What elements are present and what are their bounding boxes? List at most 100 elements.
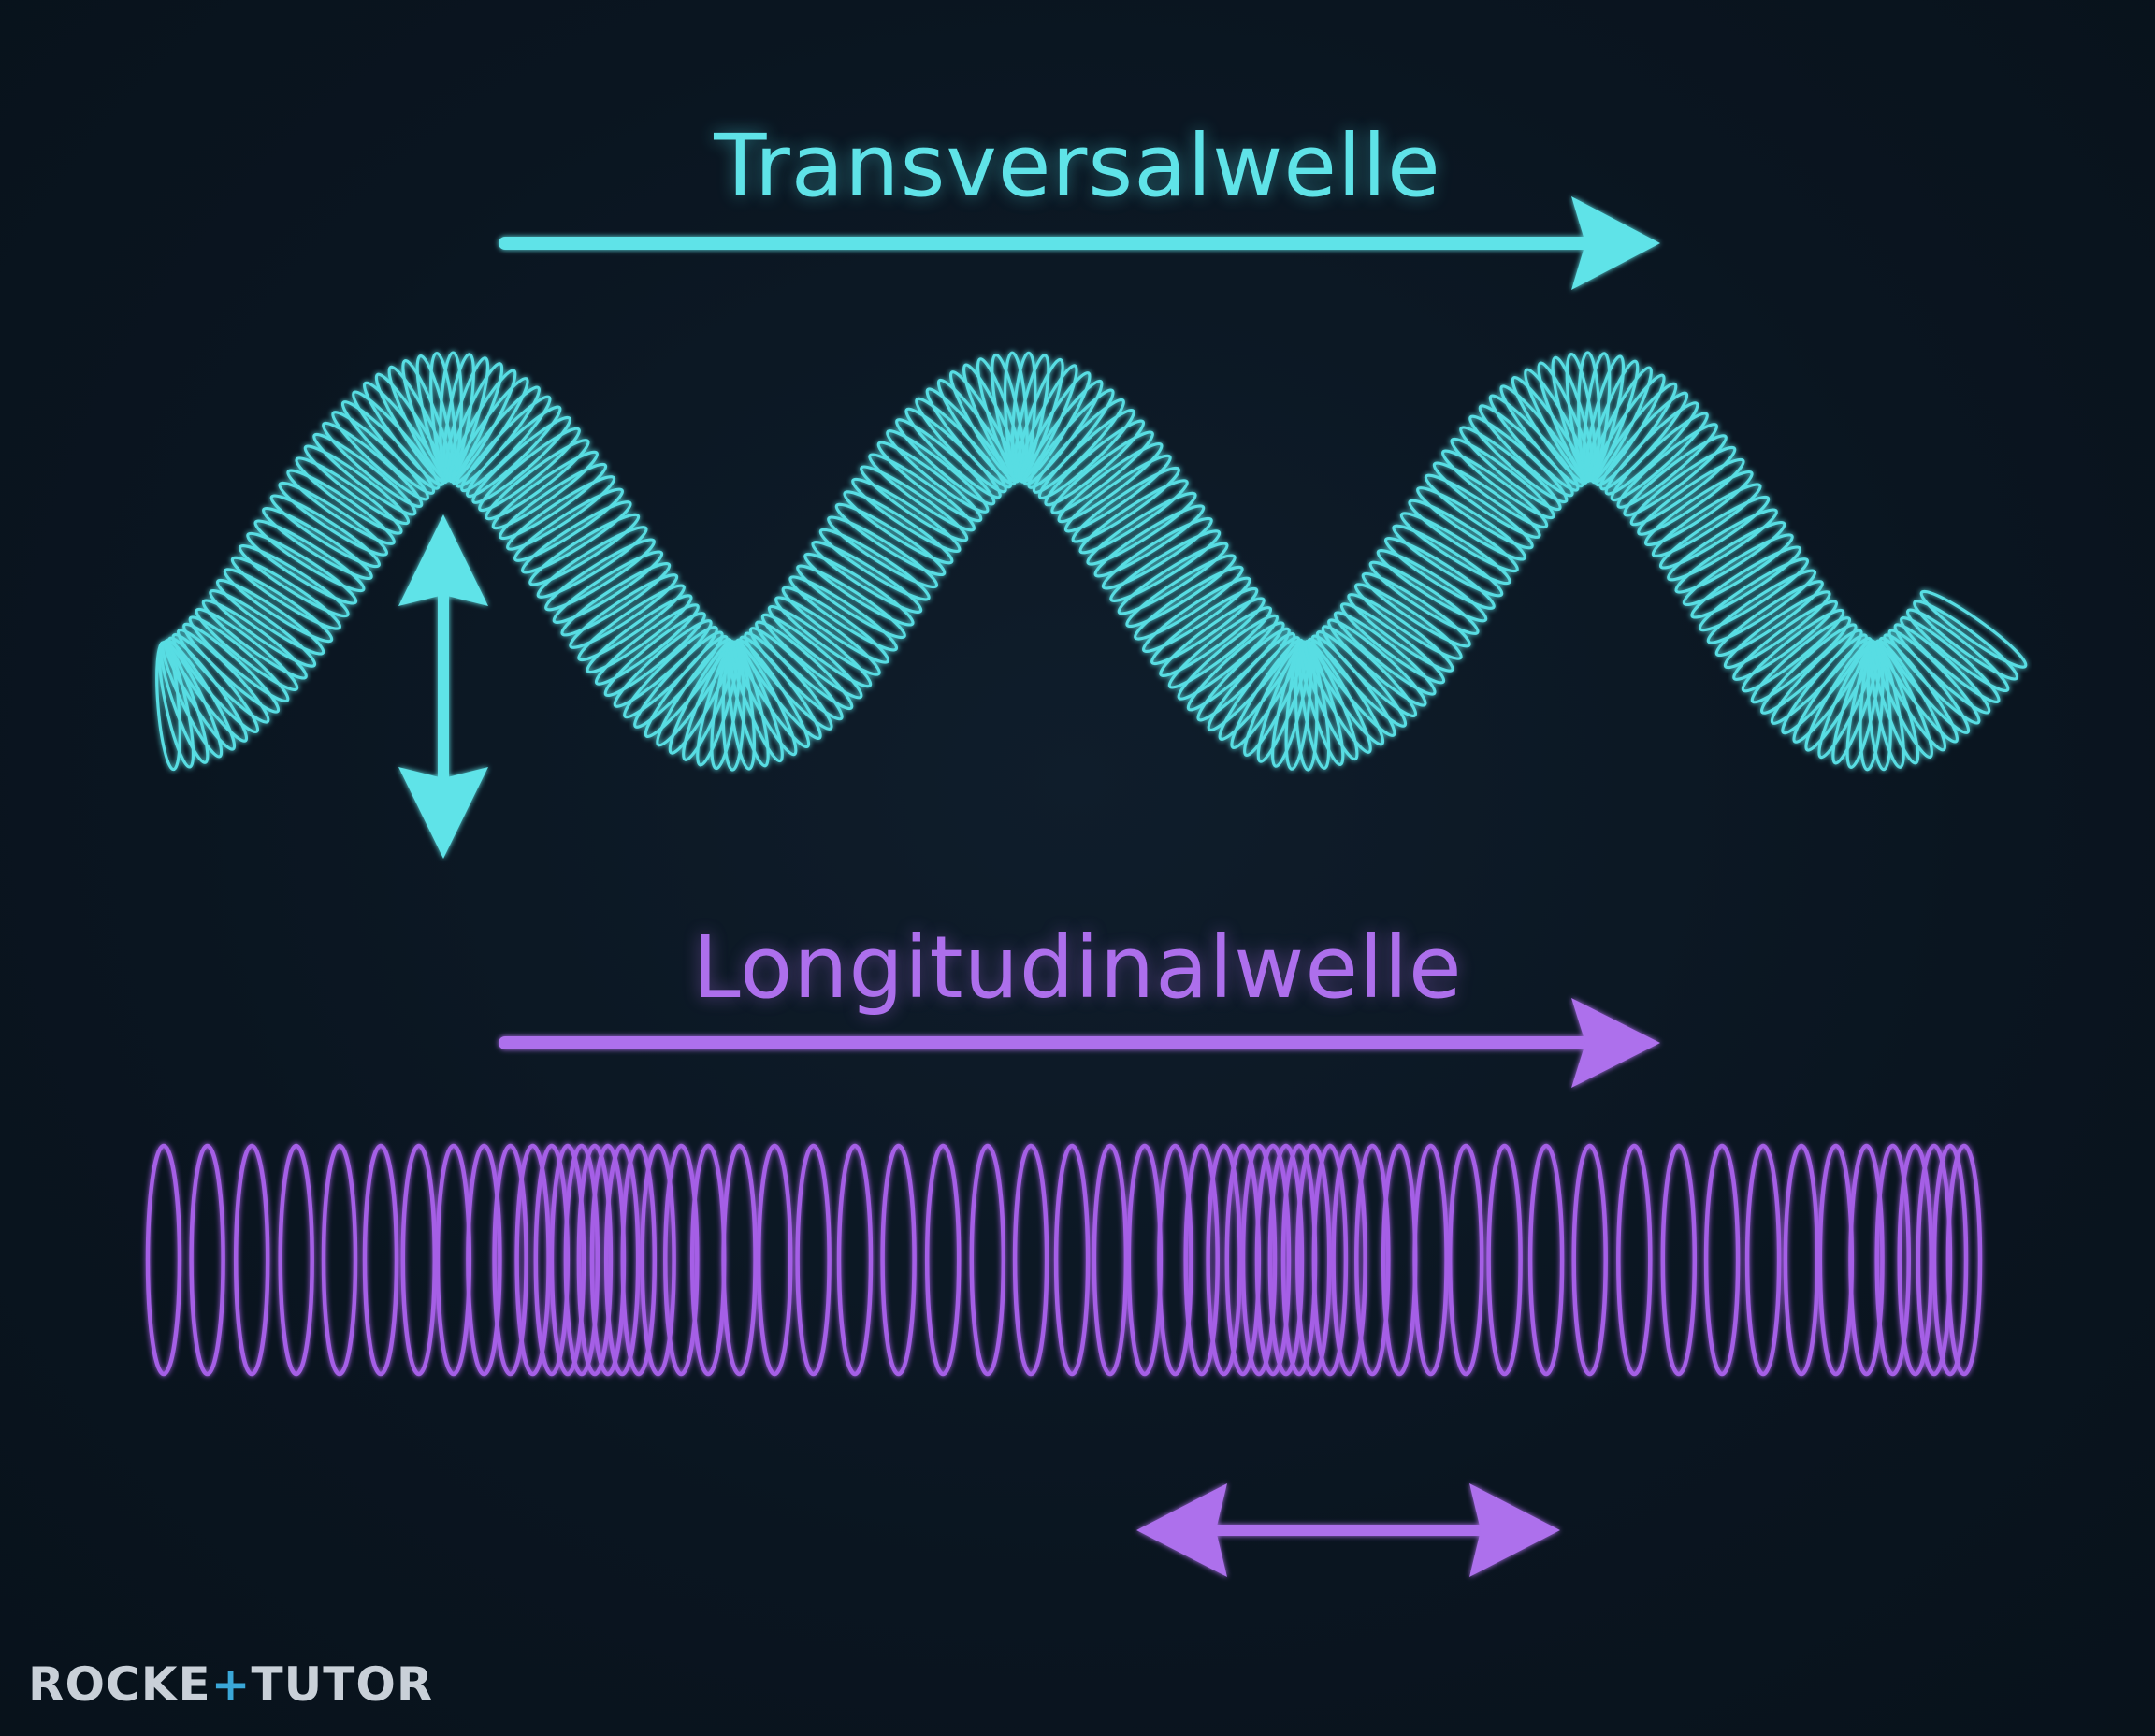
logo-plus: + bbox=[210, 1657, 252, 1712]
transverse-coil bbox=[295, 456, 403, 535]
transverse-coil bbox=[374, 372, 449, 485]
transverse-coil bbox=[1353, 583, 1463, 660]
transverse-coil bbox=[1750, 616, 1852, 704]
transverse-coil bbox=[1093, 504, 1206, 578]
longitudinal-coil bbox=[640, 1143, 676, 1377]
transverse-coil bbox=[1667, 508, 1778, 582]
transverse-coil bbox=[1078, 479, 1189, 555]
transverse-coil bbox=[1905, 608, 2010, 693]
longitudinal-coil bbox=[1412, 1143, 1449, 1377]
longitudinal-oscillation-arrow-icon bbox=[1136, 1483, 1560, 1577]
transverse-coil bbox=[528, 513, 641, 586]
transverse-coil bbox=[485, 439, 590, 521]
transverse-coil bbox=[656, 638, 733, 747]
longitudinal-coil bbox=[1447, 1143, 1484, 1377]
longitudinal-wave-title: Longitudinalwelle bbox=[692, 918, 1463, 1018]
transverse-coil bbox=[1408, 499, 1519, 573]
transverse-coil bbox=[1416, 486, 1526, 561]
transverse-coil bbox=[1109, 529, 1222, 603]
transverse-coil bbox=[1117, 542, 1229, 615]
transverse-coil bbox=[1732, 600, 1839, 681]
longitudinal-coil bbox=[1126, 1143, 1164, 1377]
transverse-coil bbox=[322, 421, 424, 509]
transverse-coil bbox=[513, 487, 625, 562]
longitudinal-coil bbox=[1616, 1143, 1653, 1377]
longitudinal-propagation-arrow-icon bbox=[499, 998, 1660, 1088]
longitudinal-coil bbox=[1183, 1143, 1220, 1377]
transverse-coil bbox=[767, 604, 873, 688]
transverse-coil bbox=[1057, 441, 1164, 524]
longitudinal-coil bbox=[1897, 1143, 1933, 1377]
transverse-coil bbox=[1063, 454, 1172, 533]
transverse-coil bbox=[1900, 615, 2001, 704]
transverse-coil bbox=[843, 490, 954, 565]
transverse-coil bbox=[1327, 618, 1427, 707]
transverse-coil bbox=[1887, 629, 1981, 725]
logo-text-left: ROCKE bbox=[28, 1657, 211, 1712]
longitudinal-coil bbox=[563, 1143, 600, 1377]
transverse-coil bbox=[803, 552, 915, 627]
longitudinal-coil bbox=[1571, 1143, 1608, 1377]
transverse-coil bbox=[876, 441, 983, 523]
transverse-propagation-arrow-icon bbox=[499, 196, 1660, 290]
transverse-coil bbox=[1629, 445, 1737, 527]
transverse-coil bbox=[176, 628, 270, 724]
longitudinal-coil bbox=[1206, 1143, 1242, 1377]
transverse-coil bbox=[499, 462, 608, 541]
longitudinal-coil bbox=[1874, 1143, 1911, 1377]
transverse-wave-title: Transversalwelle bbox=[714, 116, 1441, 216]
longitudinal-coil bbox=[721, 1143, 758, 1377]
transverse-coil bbox=[1604, 401, 1699, 496]
transverse-coil bbox=[886, 429, 990, 514]
longitudinal-coil bbox=[576, 1143, 614, 1377]
transverse-coil bbox=[760, 613, 863, 700]
transverse-coil bbox=[465, 405, 562, 499]
transverse-coil bbox=[1218, 636, 1301, 741]
longitudinal-coil bbox=[1783, 1143, 1820, 1377]
transverse-coil bbox=[860, 465, 969, 542]
transverse-coil bbox=[1714, 580, 1824, 658]
transverse-coil bbox=[1913, 600, 2019, 681]
longitudinal-coil bbox=[620, 1143, 658, 1377]
transverse-coil bbox=[731, 640, 798, 757]
transverse-coil bbox=[471, 415, 571, 504]
transverse-coil bbox=[755, 620, 854, 711]
transverse-coil bbox=[895, 418, 996, 506]
transverse-coil bbox=[536, 526, 648, 599]
transverse-coil bbox=[818, 528, 931, 601]
transverse-coil bbox=[1424, 473, 1534, 550]
longitudinal-coil bbox=[1848, 1143, 1885, 1377]
transverse-coil bbox=[586, 594, 693, 674]
transverse-coil bbox=[1032, 398, 1125, 494]
longitudinal-coil bbox=[1092, 1143, 1129, 1377]
longitudinal-coil bbox=[400, 1143, 438, 1377]
transverse-spring bbox=[155, 351, 2028, 772]
transverse-coil bbox=[1643, 470, 1754, 547]
transverse-coil bbox=[1101, 516, 1213, 590]
transverse-coil bbox=[1159, 597, 1266, 678]
transverse-coil bbox=[1682, 533, 1794, 607]
transverse-coil bbox=[1134, 565, 1244, 641]
transverse-coil bbox=[286, 469, 396, 545]
longitudinal-coil bbox=[435, 1143, 472, 1377]
transverse-oscillation-arrow-icon bbox=[398, 514, 488, 859]
transverse-coil bbox=[569, 573, 679, 649]
transverse-coil bbox=[195, 607, 299, 692]
longitudinal-coil bbox=[1660, 1143, 1698, 1377]
longitudinal-coil bbox=[795, 1143, 832, 1377]
transverse-coil bbox=[1893, 623, 1991, 715]
longitudinal-coil bbox=[233, 1143, 270, 1377]
transverse-coil bbox=[552, 550, 664, 624]
transverse-coil bbox=[1167, 606, 1273, 689]
longitudinal-coil bbox=[321, 1143, 358, 1377]
transverse-coil bbox=[1741, 608, 1845, 693]
transverse-coil bbox=[1610, 412, 1709, 502]
longitudinal-coil bbox=[145, 1143, 182, 1377]
transverse-coil bbox=[1674, 520, 1786, 594]
longitudinal-coil bbox=[514, 1143, 551, 1377]
transverse-coil bbox=[1368, 560, 1480, 635]
transverse-coil bbox=[1321, 625, 1418, 718]
transverse-coil bbox=[1086, 491, 1197, 566]
longitudinal-coil bbox=[362, 1143, 399, 1377]
